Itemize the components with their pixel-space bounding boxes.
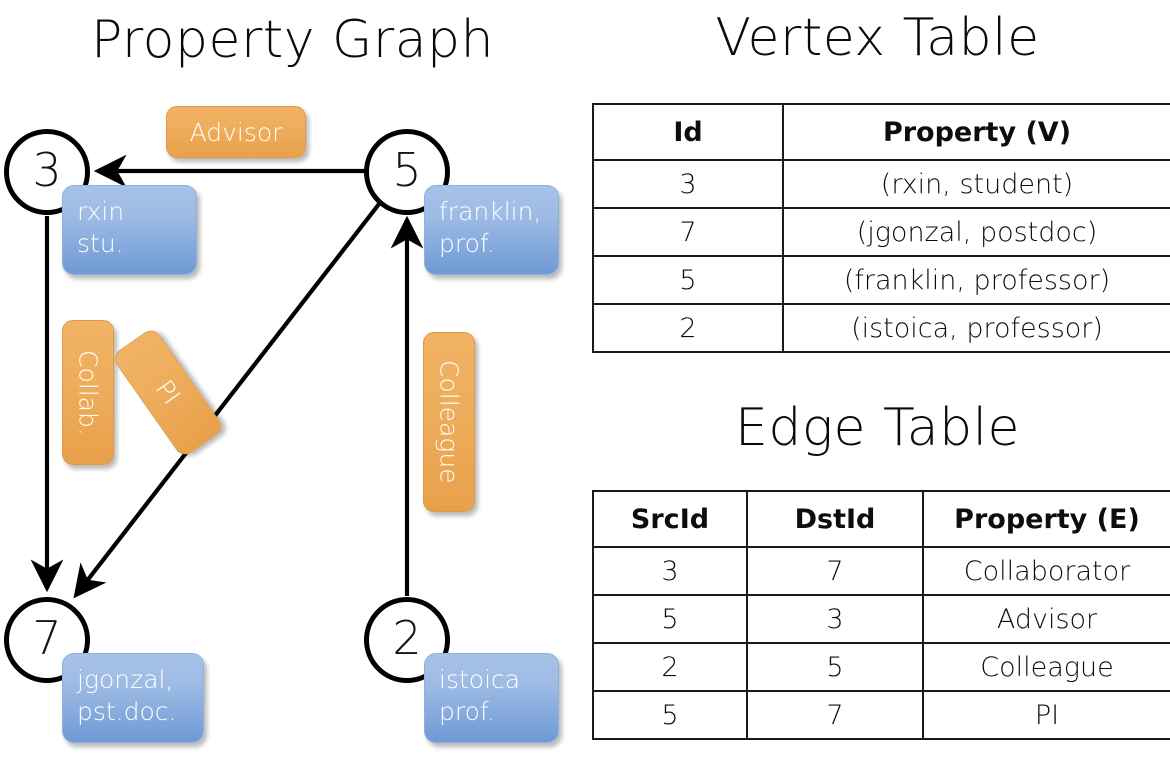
edge-cell-src: 5	[592, 594, 748, 644]
node-5-property-line1: franklin,	[439, 197, 542, 226]
edge-cell-property: Colleague	[922, 642, 1170, 692]
node-7-property-box[interactable]: jgonzal, pst.doc.	[62, 653, 204, 743]
node-2-property-line2: prof.	[439, 697, 495, 726]
edge-cell-dst: 7	[746, 690, 924, 740]
property-graph-panel: Property Graph	[4, 10, 559, 743]
table-row[interactable]: 2 5 Colleague	[592, 642, 1170, 692]
vertex-table: Id Property (V) 3 (rxin, student) 7 (jgo…	[592, 103, 1170, 353]
edge-col-property: Property (E)	[922, 490, 1170, 548]
edge-label-pi-text: PI	[149, 374, 187, 411]
edge-label-colleague-text: Colleague	[434, 360, 464, 484]
page-title-edge-table: Edge Table	[734, 398, 1021, 458]
vertex-cell-property: (franklin, professor)	[782, 255, 1170, 305]
vertex-cell-property: (jgonzal, postdoc)	[782, 207, 1170, 257]
edge-col-dstid: DstId	[746, 490, 924, 548]
node-7-property-line2: pst.doc.	[77, 697, 177, 726]
edge-cell-dst: 7	[746, 546, 924, 596]
table-row[interactable]: 7 (jgonzal, postdoc)	[592, 207, 1170, 257]
table-row[interactable]: 3 7 Collaborator	[592, 546, 1170, 596]
table-row[interactable]: 3 (rxin, student)	[592, 159, 1170, 209]
edge-cell-property: PI	[922, 690, 1170, 740]
edge-cell-property: Collaborator	[922, 546, 1170, 596]
edge-cell-src: 2	[592, 642, 748, 692]
node-2-property-line1: istoica	[439, 665, 521, 694]
node-2-property-box[interactable]: istoica prof.	[424, 653, 559, 743]
vertex-cell-id: 5	[592, 255, 784, 305]
graph-node-5-label: 5	[392, 143, 422, 197]
node-5-property-box[interactable]: franklin, prof.	[424, 185, 559, 275]
page-title-vertex-table: Vertex Table	[715, 8, 1040, 68]
graph-edges-svg	[30, 154, 424, 599]
vertex-cell-property: (rxin, student)	[782, 159, 1170, 209]
page-title-property-graph: Property Graph	[90, 10, 495, 70]
edge-cell-dst: 5	[746, 642, 924, 692]
table-row[interactable]: 2 (istoica, professor)	[592, 303, 1170, 353]
graph-node-2[interactable]: 2	[364, 597, 450, 683]
vertex-col-property: Property (V)	[782, 103, 1170, 161]
node-3-property-line1: rxin	[77, 197, 125, 226]
table-row[interactable]: 5 (franklin, professor)	[592, 255, 1170, 305]
vertex-cell-property: (istoica, professor)	[782, 303, 1170, 353]
node-3-property-line2: stu.	[77, 229, 124, 258]
edge-table-header-row: SrcId DstId Property (E)	[592, 490, 1170, 548]
edge-cell-dst: 3	[746, 594, 924, 644]
graph-node-7-label: 7	[32, 611, 62, 665]
node-7-property-line1: jgonzal,	[77, 665, 174, 694]
edge-table: SrcId DstId Property (E) 3 7 Collaborato…	[592, 490, 1170, 740]
vertex-table-header-row: Id Property (V)	[592, 103, 1170, 161]
edge-cell-src: 5	[592, 690, 748, 740]
node-3-property-box[interactable]: rxin stu.	[62, 185, 197, 275]
edge-col-srcid: SrcId	[592, 490, 748, 548]
vertex-cell-id: 3	[592, 159, 784, 209]
graph-node-2-label: 2	[392, 611, 422, 665]
edge-label-advisor-text: Advisor	[189, 117, 283, 147]
vertex-col-id: Id	[592, 103, 784, 161]
graph-node-3-label: 3	[32, 143, 62, 197]
edge-label-colleague[interactable]: Colleague	[423, 332, 475, 512]
table-row[interactable]: 5 7 PI	[592, 690, 1170, 740]
edge-label-advisor[interactable]: Advisor	[166, 106, 306, 158]
edge-cell-src: 3	[592, 546, 748, 596]
node-5-property-line2: prof.	[439, 229, 495, 258]
edge-5-to-7	[73, 202, 381, 599]
edge-label-collab-text: Collab.	[73, 349, 103, 436]
vertex-cell-id: 2	[592, 303, 784, 353]
edge-cell-property: Advisor	[922, 594, 1170, 644]
graph-node-5[interactable]: 5	[364, 129, 450, 215]
table-row[interactable]: 5 3 Advisor	[592, 594, 1170, 644]
edge-label-collab[interactable]: Collab.	[62, 320, 114, 465]
vertex-cell-id: 7	[592, 207, 784, 257]
